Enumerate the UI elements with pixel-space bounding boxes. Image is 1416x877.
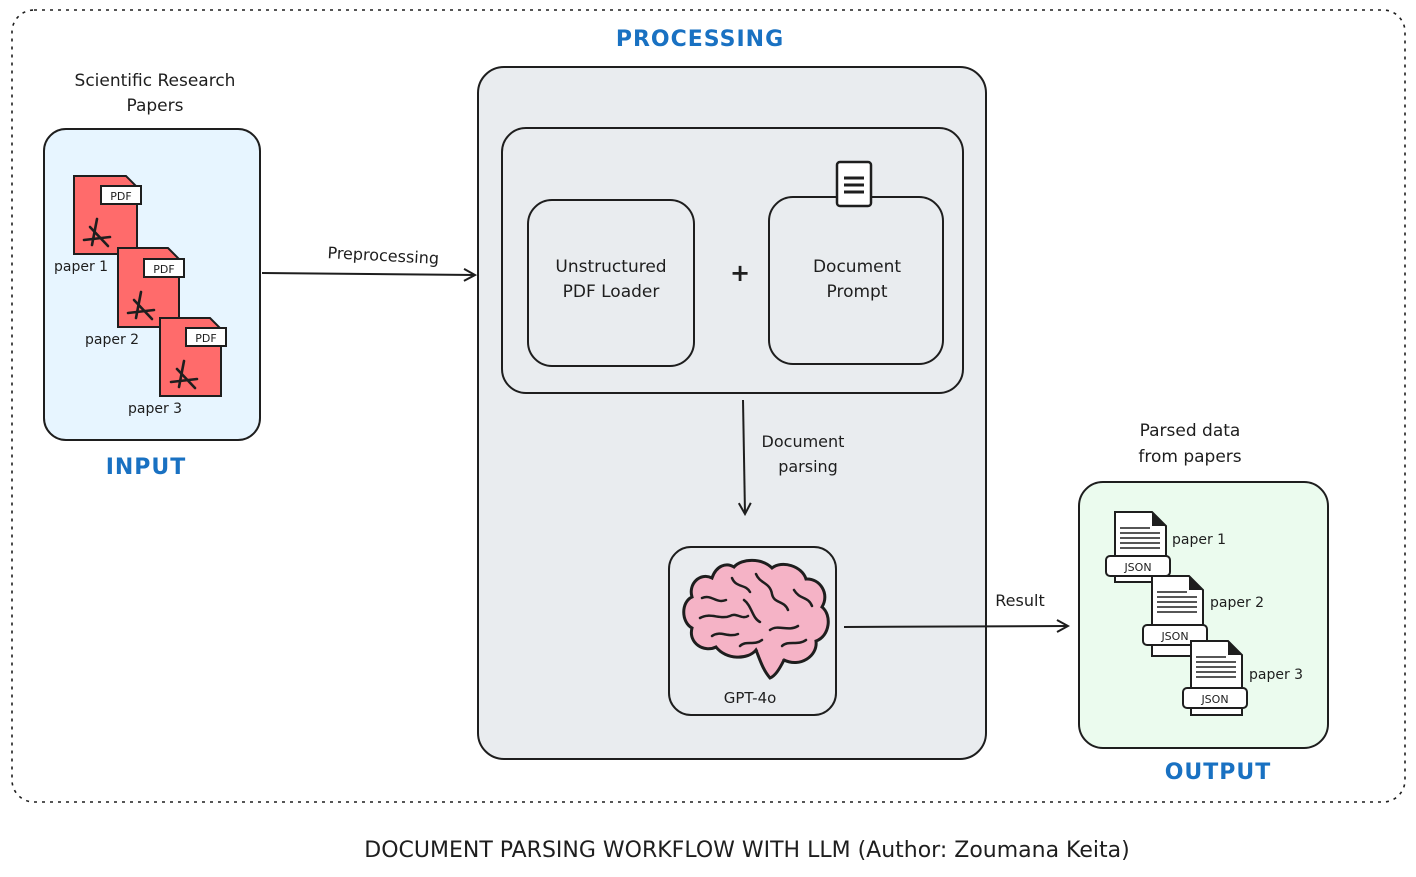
unstructured-pdf-loader-box bbox=[527, 199, 695, 367]
input-heading-line1: Scientific Research bbox=[75, 71, 236, 91]
output-heading-line2: from papers bbox=[1138, 447, 1241, 467]
result-arrow bbox=[843, 626, 1068, 627]
document-prompt-box bbox=[768, 196, 944, 365]
acrobat-icon bbox=[126, 290, 156, 321]
result-label: Result bbox=[995, 591, 1044, 610]
gpt-4o-label: GPT-4o bbox=[724, 689, 777, 707]
pdf-badge: PDF bbox=[195, 332, 216, 345]
preprocessing-arrow bbox=[261, 273, 475, 275]
loader-label-line2: PDF Loader bbox=[563, 282, 660, 302]
paper-label: paper 3 bbox=[128, 401, 182, 417]
json-file-icon: JSON bbox=[1182, 640, 1248, 716]
pdf-file-icon: PDF bbox=[159, 317, 227, 397]
pdf-file-icon: PDF bbox=[73, 175, 142, 255]
document-icon bbox=[835, 160, 873, 208]
outer-frame bbox=[11, 9, 1406, 803]
parsing-label-line1: Document bbox=[762, 432, 845, 451]
input-section: Scientific Research Papers PDF paper 1 P… bbox=[43, 71, 261, 480]
loader-label-line1: Unstructured bbox=[555, 257, 666, 277]
acrobat-icon bbox=[169, 359, 199, 390]
paper-label: paper 1 bbox=[54, 259, 108, 275]
json-paper-label: paper 3 bbox=[1249, 667, 1303, 683]
prompt-label-line2: Prompt bbox=[827, 282, 888, 302]
pdf-badge: PDF bbox=[153, 263, 174, 276]
json-badge: JSON bbox=[1160, 630, 1188, 643]
processing-section: PROCESSING Unstructured PDF Loader + Doc… bbox=[477, 27, 987, 760]
brain-icon bbox=[682, 558, 830, 680]
preprocessing-label: Preprocessing bbox=[327, 243, 440, 268]
plus-sign: + bbox=[730, 259, 750, 287]
pdf-file-icon: PDF bbox=[117, 247, 185, 328]
diagram-caption: DOCUMENT PARSING WORKFLOW WITH LLM (Auth… bbox=[364, 838, 1129, 863]
output-section: Parsed data from papers JSON paper 1 bbox=[1078, 421, 1329, 785]
pdf-badge: PDF bbox=[110, 190, 131, 203]
acrobat-icon bbox=[82, 217, 112, 248]
input-heading-line2: Papers bbox=[126, 96, 183, 116]
paper-label: paper 2 bbox=[85, 332, 139, 348]
prompt-label-line1: Document bbox=[813, 257, 901, 277]
json-paper-label: paper 2 bbox=[1210, 595, 1264, 611]
document-parsing-arrow bbox=[743, 399, 745, 514]
json-file-icon: JSON bbox=[1105, 511, 1171, 583]
output-heading-line1: Parsed data bbox=[1140, 421, 1241, 441]
json-badge: JSON bbox=[1200, 693, 1228, 706]
output-section-label: OUTPUT bbox=[1165, 760, 1272, 785]
input-section-label: INPUT bbox=[106, 455, 187, 480]
parsing-label-line2: parsing bbox=[778, 457, 838, 476]
json-badge: JSON bbox=[1123, 561, 1151, 574]
json-paper-label: paper 1 bbox=[1172, 532, 1226, 548]
processing-section-label: PROCESSING bbox=[616, 27, 784, 52]
